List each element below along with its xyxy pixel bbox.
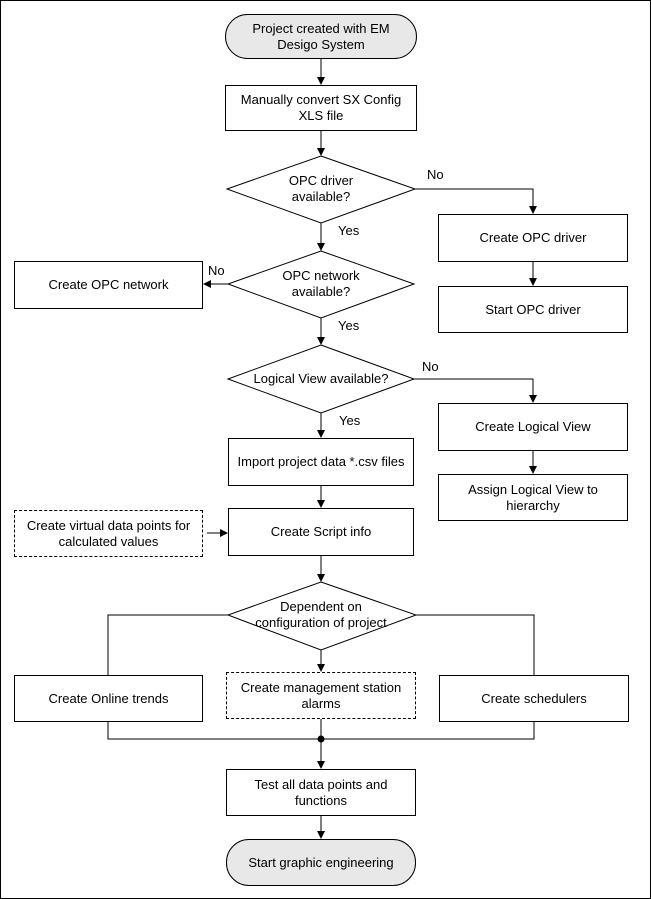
connector-to-alarms [317,650,325,672]
process-create-logical-view: Create Logical View [438,403,628,451]
edge-label-no-opc-driver: No [427,167,444,182]
process-create-online-trends: Create Online trends [14,675,203,722]
edge-label-yes-logical-view: Yes [339,413,361,428]
opc-network-decision-label: OPC network available? [282,268,360,299]
connector-to-online-trends [107,614,228,675]
process-start-opc-driver: Start OPC driver [438,286,628,333]
process-create-schedulers: Create schedulers [439,675,629,722]
configuration-decision-label: Dependent on configuration of project [255,599,387,630]
process-create-script-info: Create Script info [228,508,414,556]
connector-convert-to-opc-driver-decision [317,131,325,156]
connector-virtual-points-to-script-info [207,529,228,537]
edge-label-no-opc-network: No [208,263,225,278]
connector-yes-to-opc-network-decision [317,223,325,251]
process-test-data-points: Test all data points and functions [226,769,416,816]
process-create-opc-driver: Create OPC driver [438,214,628,262]
edge-label-yes-opc-driver: Yes [338,223,360,238]
connector-import-to-script-info [317,486,325,508]
edge-label-yes-opc-network: Yes [338,318,360,333]
edge-label-no-logical-view: No [422,359,439,374]
process-create-opc-network: Create OPC network [14,261,203,309]
process-create-virtual-points: Create virtual data points for calculate… [14,510,203,557]
connector-no-to-create-logical-view [414,378,537,403]
logical-view-decision-label: Logical View available? [253,371,389,386]
connector-yes-to-import-data [317,413,325,438]
opc-driver-decision-label: OPC driver available? [288,173,354,204]
start-terminator: Project created with EM Desigo System [225,14,417,59]
connector-create-to-start-opc-driver [529,262,537,286]
connector-script-info-to-configuration-decision [317,556,325,582]
connector-create-to-assign-logical-view [529,451,537,474]
process-assign-logical-view: Assign Logical View to hierarchy [438,474,628,521]
connector-start-to-convert [317,59,325,85]
process-convert-xls: Manually convert SX Config XLS file [225,85,417,131]
end-terminator: Start graphic engineering [226,839,416,886]
connector-no-to-create-opc-driver [415,188,537,214]
connector-test-to-end [317,816,325,839]
connector-to-schedulers [416,614,535,675]
connector-yes-to-logical-view-decision [317,318,325,345]
process-create-alarms: Create management station alarms [226,672,416,719]
connector-no-to-create-opc-network [203,280,228,288]
process-import-project-data: Import project data *.csv files [228,438,414,486]
connector-branch-merge [107,719,535,769]
